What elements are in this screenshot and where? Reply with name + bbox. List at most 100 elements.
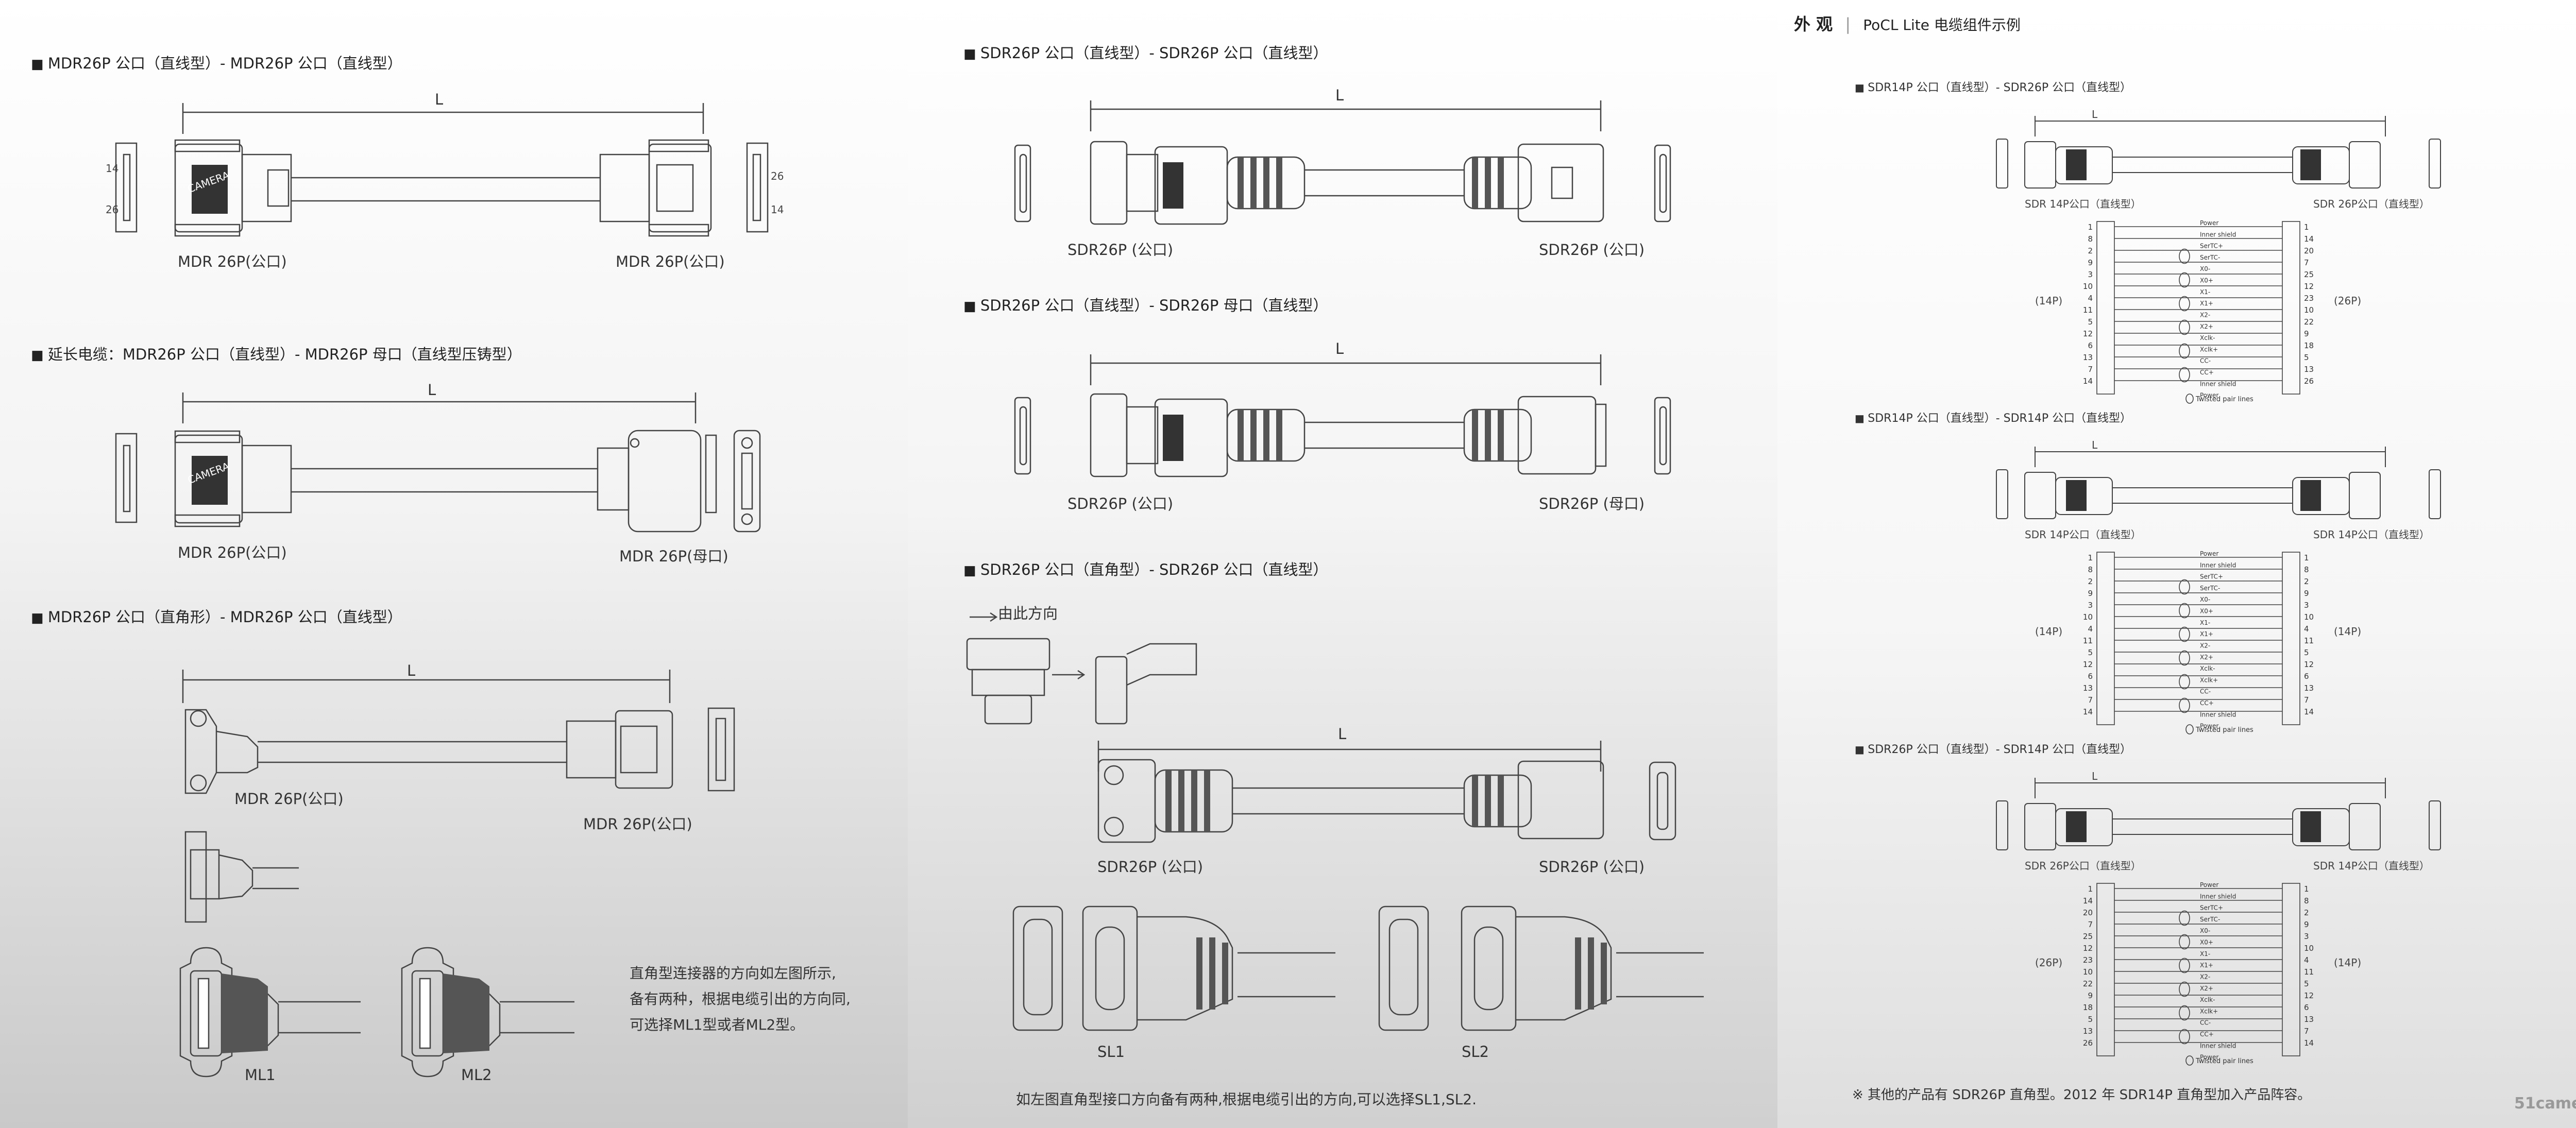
length-label-m3: L: [1338, 725, 1347, 743]
variant-label-sl2: SL2: [1462, 1043, 1489, 1061]
pin-number-right: 22: [2304, 317, 2314, 327]
connector-label-m3-right: SDR26P (公口): [1539, 858, 1645, 876]
pin-number-left: 10: [2083, 612, 2093, 622]
panel-sdr-cables: SDR26P 公口（直线型）- SDR26P 公口（直线型） L SDR26P …: [908, 0, 1777, 1128]
pinout-side-right: (14P): [2334, 956, 2362, 969]
header-separator: |: [1845, 14, 1851, 34]
signal-name: Xclk+: [2200, 346, 2218, 353]
twisted-pair-legend-icon: [2185, 1055, 2194, 1066]
pin-number-right: 9: [2304, 920, 2309, 929]
pin-number-left: 1: [2088, 553, 2093, 562]
variant-label-ml2: ML2: [461, 1066, 492, 1084]
pin-block-right: [2282, 883, 2300, 1056]
signal-name: Xclk+: [2200, 676, 2218, 683]
connector-label-right: SDR 14P公口（直线型）: [2313, 528, 2430, 541]
signal-name: Power: [2200, 1054, 2218, 1061]
signal-name: SerTC+: [2200, 243, 2223, 250]
signal-name: X0+: [2200, 608, 2213, 615]
connector-label-right-1: MDR 26P(公口): [616, 253, 725, 270]
pin-number-right: 23: [2304, 294, 2314, 303]
pin-number-right: 12: [2304, 991, 2314, 1000]
section-title: SDR14P 公口（直线型）- SDR26P 公口（直线型）: [1855, 78, 2131, 95]
pin-number-right: 25: [2304, 270, 2314, 279]
signal-name: CC+: [2200, 369, 2214, 376]
connector-label-left-1: MDR 26P(公口): [178, 253, 287, 270]
pin-number-right: 1: [2304, 884, 2309, 894]
signal-name: CC-: [2200, 1019, 2211, 1027]
pin-number-right: 12: [2304, 282, 2314, 291]
pin-number-right: 10: [2304, 944, 2314, 953]
section-title-mdr-right-angle: MDR26P 公口（直角形）- MDR26P 公口（直线型）: [31, 605, 402, 627]
pin-block-right: [2282, 221, 2300, 395]
pin-number-right: 1: [2304, 553, 2309, 562]
pin-number-right: 14: [2304, 707, 2314, 716]
length-label-m1: L: [1335, 87, 1344, 104]
signal-name: SerTC-: [2200, 916, 2220, 923]
pin-number-left: 26: [2083, 1038, 2093, 1048]
pin-number-left: 10: [2083, 282, 2093, 291]
signal-name: X0+: [2200, 939, 2213, 946]
connector-label-m1-right: SDR26P (公口): [1539, 241, 1645, 259]
connector-label-right-3: MDR 26P(公口): [583, 815, 692, 833]
twisted-pair-marker: [2179, 367, 2190, 383]
signal-name: SerTC+: [2200, 573, 2223, 580]
length-label-3: L: [407, 662, 416, 679]
length-label-1: L: [435, 91, 444, 108]
twisted-pair-legend: Twisted pair lines: [2195, 396, 2253, 403]
section-title-sdr-male-female: SDR26P 公口（直线型）- SDR26P 母口（直线型）: [963, 294, 1328, 315]
pin-number-right: 14: [2304, 234, 2314, 244]
pin-number-left: 13: [2083, 1027, 2093, 1036]
pin-number-right: 9: [2304, 329, 2309, 338]
signal-name: Inner shield: [2200, 231, 2236, 238]
end-view-left: [1996, 800, 2008, 850]
end-view-right: [2429, 139, 2441, 189]
signal-name: X0-: [2200, 927, 2210, 934]
connector-label-right: SDR 14P公口（直线型）: [2313, 860, 2430, 872]
signal-name: Xclk-: [2200, 665, 2215, 672]
pin-number-right: 13: [2304, 683, 2314, 693]
header-title-main: 外 观: [1794, 14, 1833, 34]
signal-name: CC+: [2200, 1031, 2214, 1038]
pin-number-left: 12: [2083, 329, 2093, 338]
signal-name: Power: [2200, 219, 2218, 227]
pin-number-left: 5: [2088, 317, 2093, 327]
twisted-pair-marker: [2179, 910, 2190, 926]
twisted-pair-marker: [2179, 697, 2190, 713]
signal-name: X1-: [2200, 288, 2210, 296]
pin-number-left: 11: [2083, 305, 2093, 315]
twisted-pair-marker: [2179, 272, 2190, 288]
signal-name: Inner shield: [2200, 561, 2236, 569]
signal-name: Power: [2200, 550, 2218, 557]
pin-number-left: 1: [2088, 884, 2093, 894]
pin-number-left: 14: [2083, 377, 2093, 386]
signal-name: Inner shield: [2200, 1042, 2236, 1049]
pin-number-right: 5: [2304, 648, 2309, 657]
twisted-pair-legend-icon: [2185, 724, 2194, 734]
section-title-sdr-right-angle: SDR26P 公口（直角型）- SDR26P 公口（直线型）: [963, 558, 1328, 579]
pin-number-left: 4: [2088, 294, 2093, 303]
pin-number-left: 7: [2088, 920, 2093, 929]
length-label-m2: L: [1335, 340, 1344, 357]
signal-name: Power: [2200, 723, 2218, 730]
twisted-pair-marker: [2179, 626, 2190, 642]
signal-name: X2-: [2200, 311, 2210, 318]
twisted-pair-marker: [2179, 603, 2190, 619]
section-title: SDR14P 公口（直线型）- SDR14P 公口（直线型）: [1855, 409, 2131, 425]
pin-label-14: 14: [106, 162, 119, 175]
end-view-left: [1996, 469, 2008, 519]
pinout-side-left: (14P): [2035, 625, 2063, 638]
section-title-sdr-straight-straight: SDR26P 公口（直线型）- SDR26P 公口（直线型）: [963, 41, 1328, 63]
pin-number-right: 11: [2304, 636, 2314, 645]
pin-number-right: 12: [2304, 660, 2314, 669]
pin-number-right: 4: [2304, 955, 2309, 965]
twisted-pair-marker: [2179, 319, 2190, 335]
twisted-pair-marker: [2179, 958, 2190, 973]
pin-number-left: 4: [2088, 624, 2093, 634]
twisted-pair-marker: [2179, 248, 2190, 264]
connector-label-right: SDR 26P公口（直线型）: [2313, 198, 2430, 210]
end-view-left: [1996, 139, 2008, 189]
pin-number-left: 6: [2088, 672, 2093, 681]
twisted-pair-marker: [2179, 296, 2190, 312]
connector-label-left: SDR 26P公口（直线型）: [2025, 860, 2141, 872]
